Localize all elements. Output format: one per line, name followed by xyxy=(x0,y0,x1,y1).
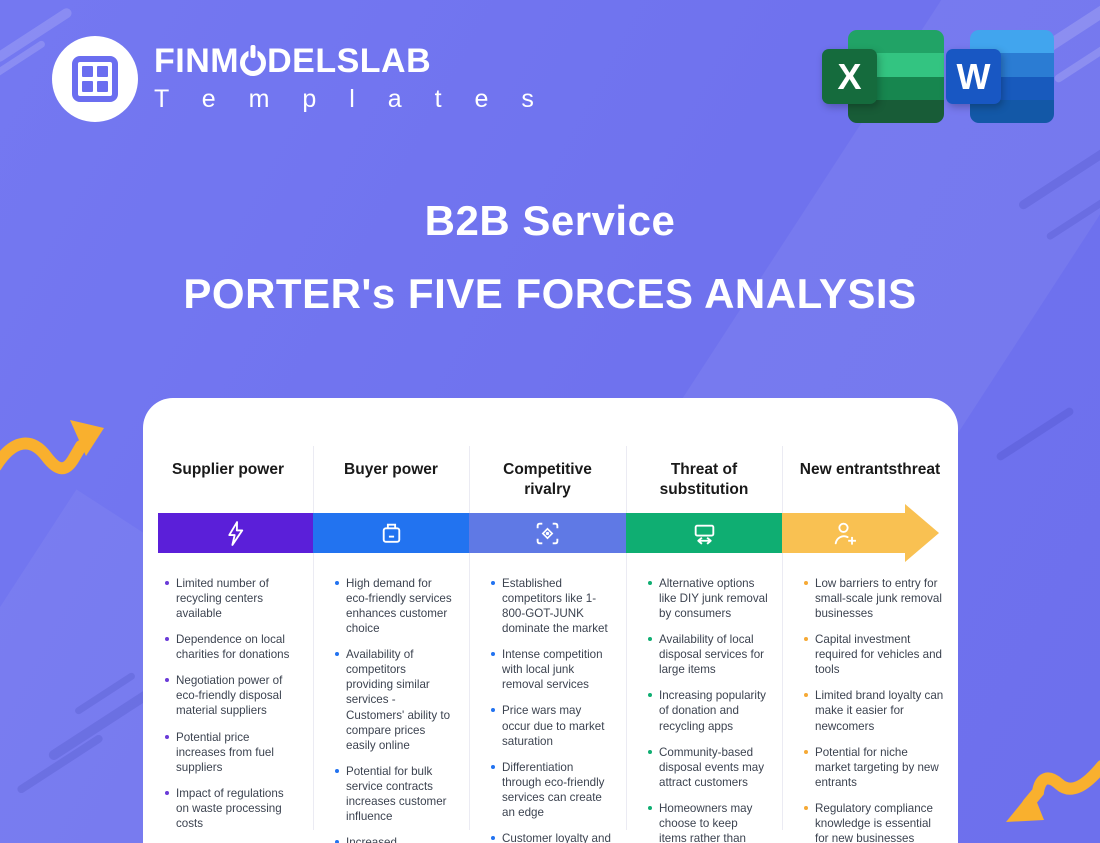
segment-buyer-power xyxy=(313,513,469,553)
person-plus-icon xyxy=(834,522,856,545)
bullet-item: Potential for bulk service contracts inc… xyxy=(333,764,455,824)
bullet-list: Low barriers to entry for small-scale ju… xyxy=(796,576,944,843)
bolt-icon xyxy=(228,520,244,546)
focus-icon xyxy=(536,522,559,544)
bullet-item: Homeowners may choose to keep items rath… xyxy=(646,801,768,843)
segment-competitive-rivalry xyxy=(469,513,626,553)
banner-arrowhead xyxy=(905,504,939,562)
column-divider xyxy=(626,446,627,830)
bullet-item: Potential price increases from fuel supp… xyxy=(163,730,299,775)
excel-icon-letter: X xyxy=(822,49,877,104)
bullet-item: Dependence on local charities for donati… xyxy=(163,632,299,662)
bullet-item: Regulatory compliance knowledge is essen… xyxy=(802,801,944,843)
title-line-1: B2B Service xyxy=(424,197,676,244)
column-new-entrants-threat: New entrantsthreat Low barriers to entry… xyxy=(782,398,958,843)
column-title: New entrantsthreat xyxy=(799,461,941,478)
bullet-item: Impact of regulations on waste processin… xyxy=(163,786,299,831)
title-line-2: PORTER's FIVE FORCES ANALYSIS xyxy=(183,270,917,317)
bullet-item: Availability of local disposal services … xyxy=(646,632,768,677)
bullet-item: Limited brand loyalty can make it easier… xyxy=(802,688,944,733)
bullet-item: Potential for niche market targeting by … xyxy=(802,745,944,790)
bg-scratch xyxy=(995,406,1075,462)
power-o-icon xyxy=(240,50,267,76)
bullet-item: Differentiation through eco-friendly ser… xyxy=(489,760,612,820)
column-divider xyxy=(782,446,783,830)
bullet-list: Alternative options like DIY junk remova… xyxy=(640,576,768,843)
segment-threat-of-substitution xyxy=(626,513,782,553)
column-supplier-power: Supplier power Limited number of recycli… xyxy=(143,398,313,843)
bullet-item: Increased awareness of waste management … xyxy=(333,835,455,843)
forces-arrow-banner xyxy=(158,504,939,562)
bullet-item: Limited number of recycling centers avai… xyxy=(163,576,299,621)
squiggle-arrow-up-right xyxy=(0,420,104,475)
word-icon: W xyxy=(946,30,1068,125)
bullet-item: Price wars may occur due to market satur… xyxy=(489,703,612,748)
word-icon-letter: W xyxy=(946,49,1001,104)
bullet-item: Alternative options like DIY junk remova… xyxy=(646,576,768,621)
bullet-item: Community-based disposal events may attr… xyxy=(646,745,768,790)
squiggle-arrow-down-left xyxy=(1006,760,1100,822)
bullet-list: High demand for eco-friendly services en… xyxy=(327,576,455,843)
column-buyer-power: Buyer power High demand for eco-friendly… xyxy=(313,398,469,843)
column-title: Supplier power xyxy=(172,461,284,478)
excel-icon: X xyxy=(822,30,944,125)
column-title: Buyer power xyxy=(344,461,438,478)
bullet-item: Low barriers to entry for small-scale ju… xyxy=(802,576,944,621)
logo-circle xyxy=(52,36,138,122)
bullet-item: High demand for eco-friendly services en… xyxy=(333,576,455,636)
bullet-item: Intense competition with local junk remo… xyxy=(489,647,612,692)
page-title: B2B Service PORTER's FIVE FORCES ANALYSI… xyxy=(0,200,1100,315)
bullet-item: Customer loyalty and brand reputation ar… xyxy=(489,831,612,843)
column-divider xyxy=(469,446,470,830)
bullet-item: Negotiation power of eco-friendly dispos… xyxy=(163,673,299,718)
column-competitive-rivalry: Competitive rivalry Established competit… xyxy=(469,398,626,843)
bullet-list: Limited number of recycling centers avai… xyxy=(157,576,299,831)
segment-new-entrants-threat xyxy=(782,513,905,553)
bullet-item: Increasing popularity of donation and re… xyxy=(646,688,768,733)
bullet-item: Established competitors like 1-800-GOT-J… xyxy=(489,576,612,636)
bullet-item: Availability of competitors providing si… xyxy=(333,647,455,752)
segment-supplier-power xyxy=(158,513,313,553)
bullet-list: Established competitors like 1-800-GOT-J… xyxy=(483,576,612,843)
bag-icon xyxy=(382,523,400,543)
window-grid-icon xyxy=(72,56,118,102)
column-threat-of-substitution: Threat of substitution Alternative optio… xyxy=(626,398,782,843)
analysis-card: Supplier power Limited number of recycli… xyxy=(143,398,958,843)
logo-subtitle: T e m p l a t e s xyxy=(154,85,547,113)
bullet-item: Capital investment required for vehicles… xyxy=(802,632,944,677)
column-title: Threat of substitution xyxy=(659,461,749,498)
swap-icon xyxy=(694,524,714,545)
column-divider xyxy=(313,446,314,830)
column-title: Competitive rivalry xyxy=(503,461,592,498)
